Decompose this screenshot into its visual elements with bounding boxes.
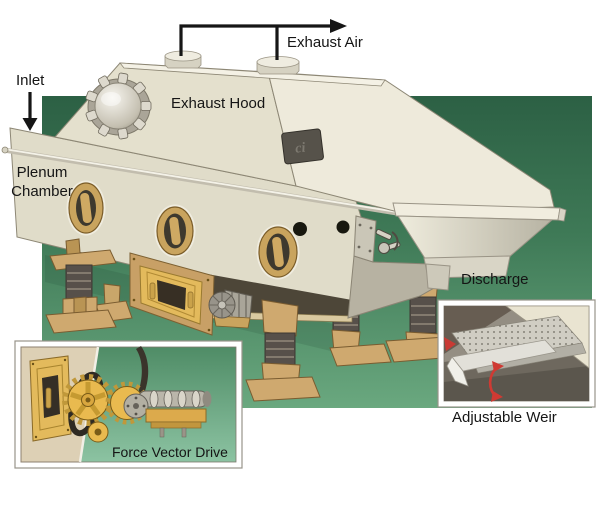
drive-gears bbox=[62, 346, 212, 443]
front-legs bbox=[45, 238, 321, 402]
plenum-chamber-label: Plenum Chamber bbox=[0, 163, 84, 201]
adjustable-weir-caption: Adjustable Weir bbox=[452, 409, 557, 426]
inlet-arrow bbox=[22, 92, 38, 131]
manway-dome bbox=[85, 72, 152, 140]
porthole-3 bbox=[256, 224, 300, 280]
exhaust-hood: ci bbox=[54, 62, 555, 213]
vent-hole-1 bbox=[293, 222, 307, 236]
drive-housing bbox=[129, 252, 215, 336]
adjustable-weir-inset bbox=[437, 299, 596, 408]
plenum-chamber-label-line2: Chamber bbox=[11, 183, 73, 200]
force-vector-drive-inset bbox=[14, 340, 243, 469]
discharge-label: Discharge bbox=[461, 271, 529, 288]
logo-text: ci bbox=[294, 141, 306, 157]
force-vector-drive-caption: Force Vector Drive bbox=[112, 444, 228, 460]
porthole-1 bbox=[66, 180, 106, 236]
vent-hole-2 bbox=[336, 220, 350, 234]
leg-front-middle bbox=[245, 299, 321, 402]
drive-motor bbox=[208, 289, 253, 329]
inlet-label: Inlet bbox=[16, 72, 45, 89]
hinge-mark-left bbox=[444, 337, 456, 351]
toggle-clamp bbox=[375, 228, 401, 254]
logo-plaque: ci bbox=[281, 128, 324, 165]
exhaust-air-label: Exhaust Air bbox=[287, 34, 363, 51]
housing-window bbox=[157, 280, 186, 310]
exhaust-hood-label: Exhaust Hood bbox=[171, 95, 266, 112]
exhaust-air-arrow bbox=[179, 19, 347, 60]
porthole-2 bbox=[154, 204, 196, 258]
front-rail bbox=[3, 147, 398, 216]
plenum-chamber-label-line1: Plenum bbox=[16, 164, 68, 181]
weir-rotation-arrow bbox=[488, 361, 504, 402]
discharge-hopper bbox=[392, 202, 567, 291]
leg-front-left bbox=[45, 238, 117, 334]
